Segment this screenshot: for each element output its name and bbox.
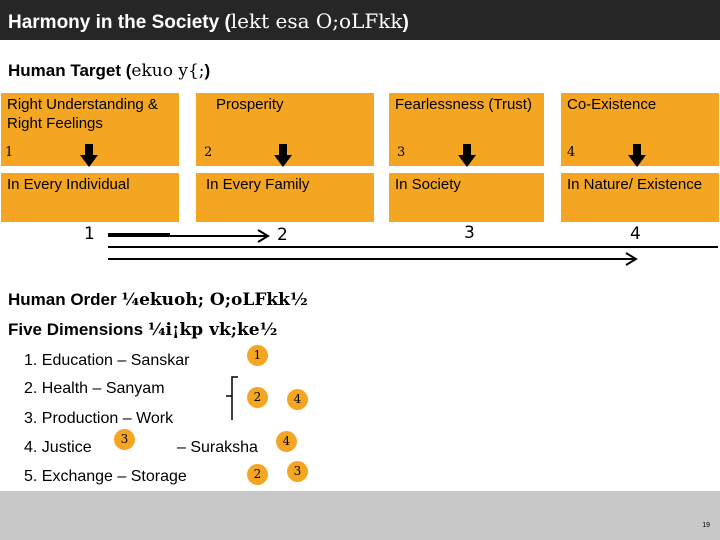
human-target-hindi: ekuo y{; [131, 61, 205, 81]
axis-number: 1 [84, 224, 95, 244]
dimension-item: 1. Education – Sanskar [24, 352, 190, 369]
human-order-hindi: ¼ekuoh; O;oLFkk½ [121, 290, 308, 310]
dimension-badge: 2 [247, 387, 268, 408]
dimension-badge: 2 [247, 464, 268, 485]
dimension-item: 5. Exchange – Storage [24, 468, 187, 485]
down-arrow-icon [80, 144, 98, 167]
level-box-2: In Every Family [196, 173, 374, 222]
page-number: 19 [702, 522, 710, 529]
target-number: 4 [567, 145, 576, 160]
axis-number: 3 [464, 223, 475, 243]
level-label: In Nature/ Existence [567, 176, 703, 193]
bracket [226, 376, 238, 420]
dimension-badge: 3 [287, 461, 308, 482]
dimension-badge: 1 [247, 345, 268, 366]
slide-title-hindi: lekt esa O;oLFkk [230, 9, 403, 33]
target-number: 1 [5, 145, 14, 160]
target-number: 3 [397, 145, 406, 160]
down-arrow-icon [628, 144, 646, 167]
dimension-badge: 3 [114, 429, 135, 450]
target-label: Co-Existence [567, 96, 657, 113]
dimension-item-suffix: – Suraksha [177, 439, 258, 456]
down-arrow-icon [458, 144, 476, 167]
level-box-4: In Nature/ Existence [561, 173, 719, 222]
target-number: 2 [204, 145, 213, 160]
level-box-3: In Society [389, 173, 544, 222]
arrow-head-icon [625, 252, 638, 266]
level-box-1: In Every Individual [1, 173, 179, 222]
dimension-item: 3. Production – Work [24, 410, 174, 427]
footer-bar [0, 491, 720, 540]
dimension-badge: 4 [287, 389, 308, 410]
axis-number: 4 [630, 224, 641, 244]
five-dimensions-en: Five Dimensions [8, 320, 148, 339]
down-arrow-icon [274, 144, 292, 167]
level-label: In Every Individual [7, 176, 130, 193]
human-target-heading: Human Target (ekuo y{;) [8, 61, 210, 81]
five-dimensions-hindi: ¼i¡kp vk;ke½ [147, 320, 278, 340]
target-label: Prosperity [216, 96, 284, 113]
dimension-item: 4. Justice [24, 439, 92, 456]
slide-title-close: ) [402, 12, 409, 33]
slide-title-en: Harmony in the Society ( [8, 12, 231, 33]
human-order-heading: Human Order ¼ekuoh; O;oLFkk½ [8, 290, 308, 310]
slide-title: Harmony in the Society (lekt esa O;oLFkk… [8, 9, 409, 34]
dimension-item: 2. Health – Sanyam [24, 380, 165, 397]
human-target-en: Human Target ( [8, 61, 132, 80]
arrow-head-icon [257, 229, 270, 243]
dimension-badge: 4 [276, 431, 297, 452]
target-label: Right Understanding & Right Feelings [7, 96, 158, 132]
human-target-close: ) [204, 61, 211, 80]
level-label: In Every Family [206, 176, 310, 193]
level-label: In Society [395, 176, 461, 193]
target-label: Fearlessness (Trust) [395, 96, 532, 113]
axis-number: 2 [277, 225, 288, 245]
five-dimensions-heading: Five Dimensions ¼i¡kp vk;ke½ [8, 320, 277, 340]
human-order-en: Human Order [8, 290, 122, 309]
title-bar [0, 0, 720, 40]
